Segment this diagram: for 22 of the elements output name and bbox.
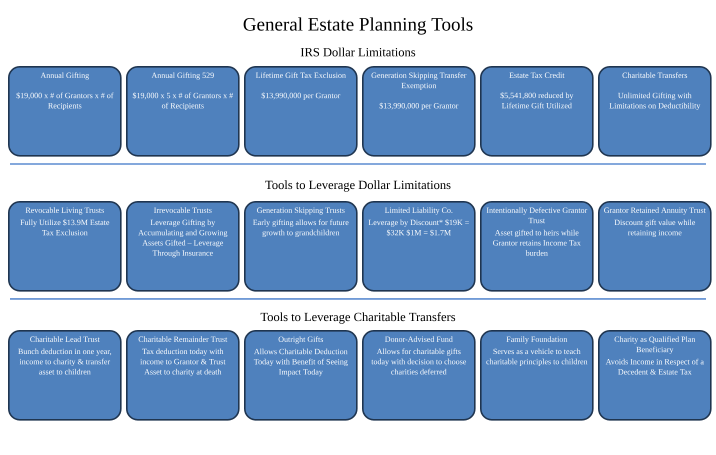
tool-box: Charitable Lead Trust Bunch deduction in one year, income to charity & transfer asset to children [8,330,122,421]
tool-box: Grantor Retained Annuity Trust Discount gift value while retaining income [598,200,712,292]
tool-box: Generation Skipping Transfer Exemption $13,990,000 per Grantor [362,66,476,157]
tool-box: Intentionally Defective Grantor Trust Asset gifted to heirs while Grantor retains Income Tax burden [480,200,594,292]
tool-box: Irrevocable Trusts Leverage Gifting by Accumulating and Growing Assets Gifted – Leverage Through Insurance [126,200,240,292]
tool-box: Charity as Qualified Plan Beneficiary Avoids Income in Respect of a Decedent & Estate Tax [598,330,712,421]
section-heading: IRS Dollar Limitations [300,48,416,56]
tool-box: Charitable Transfers Unlimited Gifting with Limitations on Deductibility [598,66,712,157]
tool-box: Lifetime Gift Tax Exclusion $13,990,000 per Grantor [244,66,358,157]
tool-box: Annual Gifting $19,000 x # of Grantors x # of Recipients [8,66,122,157]
tool-box: Revocable Living Trusts Fully Utilize $13.9M Estate Tax Exclusion [8,200,122,292]
tool-box: Family Foundation Serves as a vehicle to teach charitable principles to children [480,330,594,421]
tool-box: Donor-Advised Fund Allows for charitable gifts today with decision to choose charities deferred [362,330,476,421]
tool-box: Charitable Remainder Trust Tax deduction today with income to Grantor & Trust Asset to charity at death [126,330,240,421]
tool-box: Annual Gifting 529 $19,000 x 5 x # of Grantors x # of Recipients [126,66,240,157]
tool-box: Generation Skipping Trusts Early gifting allows for future growth to grandchildren [244,200,358,292]
tool-box: Estate Tax Credit $5,541,800 reduced by Lifetime Gift Utilized [480,66,594,157]
section-heading: Tools to Leverage Charitable Transfers [260,312,456,324]
tool-box: Outright Gifts Allows Charitable Deduction Today with Benefit of Seeing Impact Today [244,330,358,421]
tool-box: Limited Liability Co. Leverage by Discount* $19K = $32K $1M = $1.7M [362,200,476,292]
section-heading: Tools to Leverage Dollar Limitations [265,180,451,192]
title: General Estate Planning Tools [244,17,473,35]
